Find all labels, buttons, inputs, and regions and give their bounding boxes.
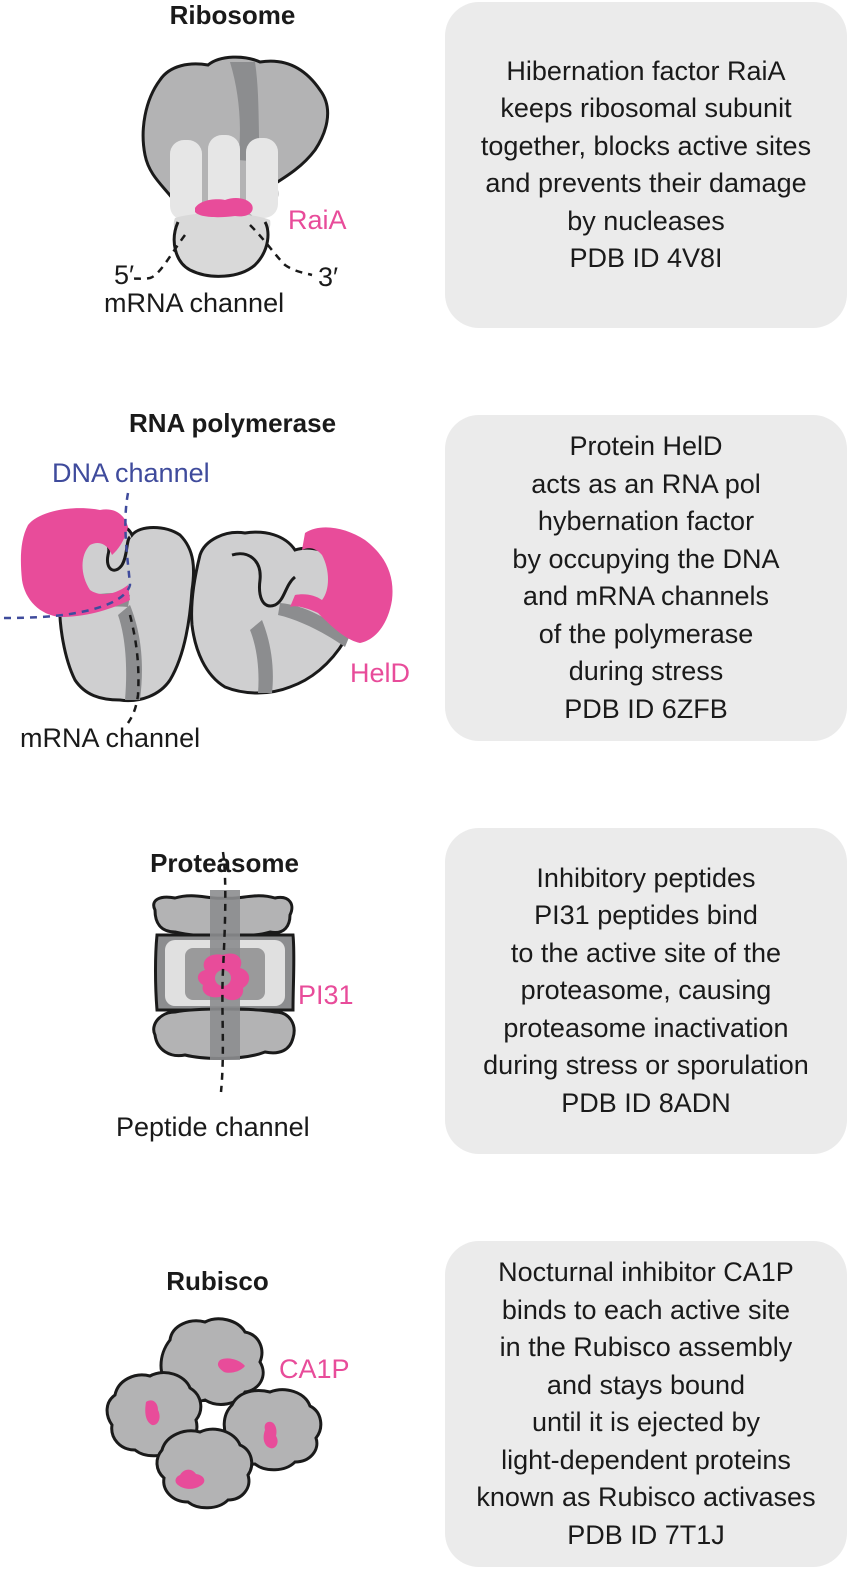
description-line: proteasome inactivation	[503, 1012, 789, 1043]
description-line: Hibernation factor RaiA	[506, 55, 786, 86]
description-line: until it is ejected by	[531, 1407, 761, 1437]
pdb-id: PDB ID 7T1J	[567, 1519, 725, 1550]
panel-title: Ribosome	[169, 0, 296, 30]
ca1p-site-bottom	[175, 1469, 205, 1489]
description-line: Inhibitory peptides	[536, 862, 756, 893]
description-line: hybernation factor	[537, 506, 755, 536]
pdb-id: PDB ID 4V8I	[569, 243, 723, 273]
panel-title: Rubisco	[166, 1266, 269, 1296]
dna-channel-path	[0, 492, 132, 620]
pol-left-groove	[118, 605, 142, 700]
pi31-label: PI31	[298, 980, 354, 1010]
mrna-channel-label: mRNA channel	[104, 288, 285, 318]
pol-right-groove	[250, 620, 273, 693]
ca1p-site-left	[145, 1400, 160, 1426]
description-line: light-dependent proteins	[501, 1444, 791, 1475]
ca1p-site-right	[263, 1421, 278, 1449]
rna-polymerase-diagram	[0, 492, 393, 724]
pol-right-cleft	[231, 552, 297, 608]
rna-polymerase-description-card: Protein HelD acts as an RNA pol hybernat…	[445, 415, 847, 741]
description-line: by occupying the DNA	[512, 543, 780, 574]
mrna-channel-path	[126, 614, 140, 724]
description-line: PI31 peptides bind	[534, 900, 758, 931]
ribosome-dark-groove	[230, 62, 260, 162]
ca1p-label: CA1P	[279, 1354, 350, 1384]
description-line: acts as an RNA pol	[531, 468, 761, 499]
peptide-channel-label: Peptide channel	[116, 1112, 310, 1142]
description-line: and prevents their damage	[485, 168, 807, 198]
description-line: keeps ribosomal subunit	[500, 93, 792, 123]
description-line: during stress or sporulation	[483, 1050, 809, 1081]
five-prime-label: 5′	[114, 260, 135, 290]
ribosome-diagram	[129, 55, 330, 282]
description-line: during stress	[568, 656, 724, 686]
description-line: of the polymerase	[538, 618, 754, 649]
rubisco-subunit-bottom	[155, 1427, 254, 1510]
description-line: in the Rubisco assembly	[499, 1332, 793, 1362]
proteasome-diagram	[152, 851, 296, 1093]
trna-site-a	[170, 140, 202, 220]
description-line: Nocturnal inhibitor CA1P	[498, 1257, 794, 1287]
dna-channel-label: DNA channel	[52, 458, 210, 488]
held-right-domain	[290, 527, 393, 643]
description-line: to the active site of the	[510, 937, 782, 968]
description-line: binds to each active site	[501, 1294, 791, 1325]
description-line: by nucleases	[567, 205, 725, 236]
rubisco-description-card: Nocturnal inhibitor CA1P binds to each a…	[445, 1241, 847, 1567]
panel-title: RNA polymerase	[128, 408, 337, 438]
held-left-domain	[20, 508, 131, 617]
raia-inhibitor-shape	[195, 197, 253, 218]
ca1p-site-top	[217, 1358, 245, 1373]
description-line: together, blocks active sites	[480, 130, 812, 161]
description-line: known as Rubisco activases	[476, 1482, 816, 1512]
three-prime-label: 3′	[318, 262, 339, 292]
panel-title: Proteasome	[150, 848, 299, 878]
rubisco-diagram	[105, 1317, 323, 1510]
pdb-id: PDB ID 6ZFB	[564, 693, 728, 724]
pi31-center	[215, 970, 231, 986]
pol-right-band	[278, 603, 350, 647]
held-label: HelD	[350, 658, 411, 688]
mrna-path-right	[249, 224, 313, 277]
trna-site-p	[208, 135, 240, 215]
mrna-channel-label: mRNA channel	[20, 723, 201, 753]
mrna-path-left	[129, 234, 187, 282]
ribosome-description-card: Hibernation factor RaiA keeps ribosomal …	[445, 2, 847, 328]
description-line: and stays bound	[546, 1369, 746, 1400]
description-line: proteasome, causing	[520, 975, 772, 1006]
pdb-id: PDB ID 8ADN	[561, 1087, 731, 1118]
raia-label: RaiA	[288, 205, 347, 235]
ribosome-small-subunit	[172, 221, 270, 278]
peptide-channel-path	[219, 851, 227, 1093]
trna-site-e	[246, 138, 278, 218]
proteasome-description-card: Inhibitory peptides PI31 peptides bind t…	[445, 828, 847, 1154]
description-line: Protein HelD	[569, 431, 723, 461]
description-line: and mRNA channels	[522, 581, 770, 611]
